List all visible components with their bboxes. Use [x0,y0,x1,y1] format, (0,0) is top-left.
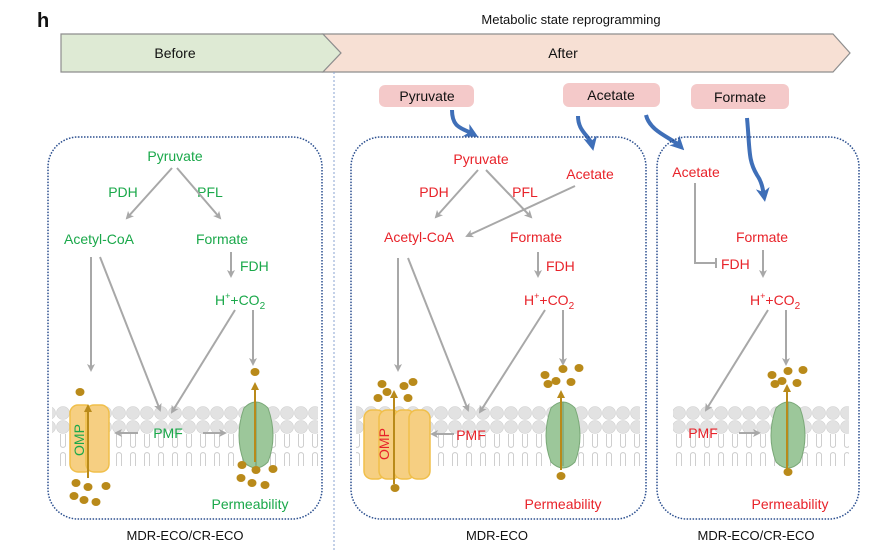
node-acetate: Acetate [672,164,720,180]
enzyme-pdh: PDH [419,184,449,200]
uptake-arrow-pyruvate [450,109,479,137]
enzyme-pfl: PFL [197,184,223,200]
node-h-co2: H++CO2 [215,291,266,312]
node-formate: Formate [736,229,788,245]
omp-channel [363,409,431,480]
node-formate: Formate [196,231,248,247]
enzyme-fdh: FDH [546,258,575,274]
membrane-after-2 [673,406,849,466]
label-omp: OMP [71,424,87,456]
caption-after-mdr: MDR-ECO [466,528,528,543]
panel-after-mdr: Pyruvate Acetate PDH PFL Acetyl-CoA Form… [363,151,614,512]
node-acetyl-coa: Acetyl-CoA [384,229,455,245]
node-acetate: Acetate [566,166,614,182]
cell-outline-after-1 [350,136,647,520]
node-h-co2: H++CO2 [750,291,801,312]
panel-label: h [37,10,49,32]
node-acetyl-coa: Acetyl-CoA [64,231,135,247]
substrate-formate: Formate [691,84,789,109]
label-pmf: PMF [688,425,718,441]
solute-dots [767,366,808,476]
enzyme-fdh: FDH [721,256,750,272]
svg-text:Formate: Formate [714,89,766,105]
after-label: After [548,45,578,61]
uptake-arrow-acetate-1 [576,115,598,151]
uptake-arrow-formate [745,117,770,202]
node-h-co2: H++CO2 [524,291,575,312]
label-pmf: PMF [456,427,486,443]
label-permeability: Permeability [524,496,601,512]
svg-text:Acetate: Acetate [587,87,635,103]
label-pmf: PMF [153,425,183,441]
after-band [321,33,851,73]
caption-after-cr: MDR-ECO/CR-ECO [698,528,815,543]
solute-dots [373,364,584,492]
before-label: Before [154,45,195,61]
substrate-acetate: Acetate [563,83,660,107]
before-band [60,33,342,73]
solute-dots [69,368,278,506]
uptake-arrow-acetate-2 [644,114,685,151]
caption-before: MDR-ECO/CR-ECO [127,528,244,543]
label-omp: OMP [376,428,392,460]
svg-text:Pyruvate: Pyruvate [399,88,454,104]
enzyme-fdh: FDH [240,258,269,274]
node-formate: Formate [510,229,562,245]
panel-before: Pyruvate PDH PFL Acetyl-CoA Formate FDH … [64,148,289,512]
label-permeability: Permeability [211,496,288,512]
inhibition-line [694,183,716,264]
panel-after-cr: Acetate Formate FDH H++CO2 PMF Permeabil… [672,164,828,512]
enzyme-pdh: PDH [108,184,138,200]
substrate-pyruvate: Pyruvate [379,85,474,107]
enzyme-pfl: PFL [512,184,538,200]
node-pyruvate: Pyruvate [453,151,508,167]
header-title: Metabolic state reprogramming [481,12,660,27]
node-pyruvate: Pyruvate [147,148,202,164]
label-permeability: Permeability [751,496,828,512]
